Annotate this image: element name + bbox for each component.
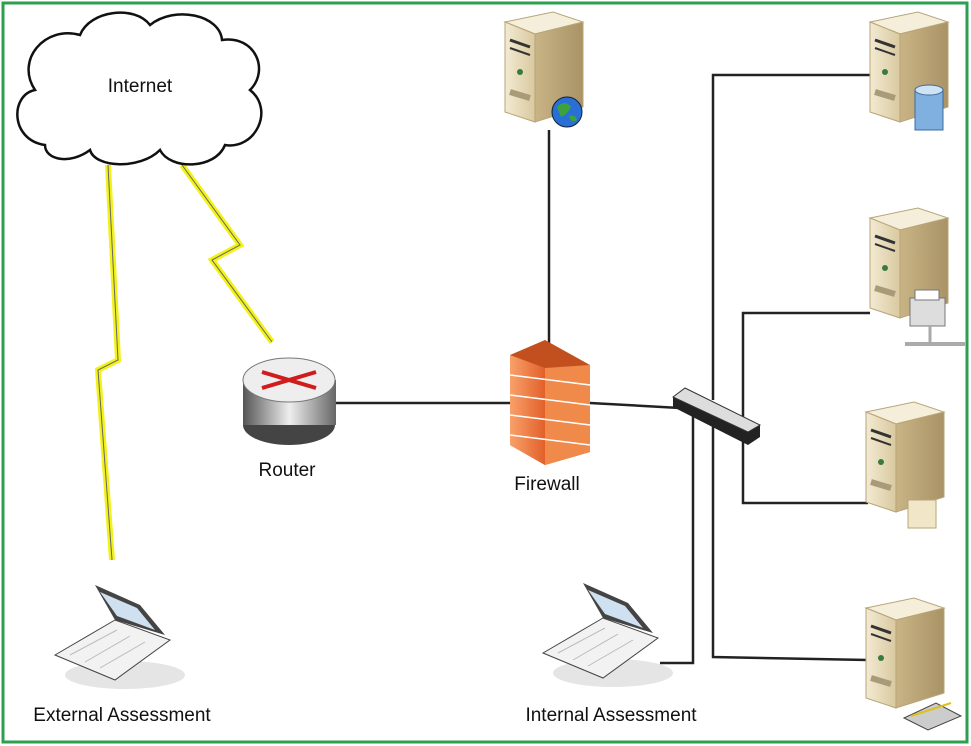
link-firewall-switch: [589, 401, 681, 410]
router-icon: [242, 357, 336, 445]
firewall-brick-icon: [509, 340, 591, 465]
link-switch-file-server: [741, 440, 868, 505]
external-assessment-label: External Assessment: [33, 705, 211, 726]
web-server-globe-icon: [505, 12, 583, 128]
wireless-link-router: [179, 163, 275, 344]
link-switch-database-server: [711, 73, 870, 400]
laptop-icon: [541, 583, 673, 687]
internal-assessment-label: Internal Assessment: [525, 705, 697, 726]
link-switch-internal-laptop: [660, 415, 695, 665]
database-server-icon: [870, 12, 948, 131]
server-icon: [866, 598, 963, 731]
link-switch-print-server: [741, 311, 870, 430]
cloud-icon: [16, 11, 263, 166]
print-server-icon: [870, 208, 965, 346]
connection-lines: [335, 73, 870, 665]
firewall-label: Firewall: [514, 474, 579, 495]
laptop-icon: [53, 585, 185, 689]
router-label: Router: [258, 460, 316, 481]
link-switch-server-4: [711, 420, 869, 662]
file-server-icon: [866, 402, 944, 529]
network-switch-icon: [672, 387, 762, 445]
internet-label: Internet: [108, 76, 173, 97]
